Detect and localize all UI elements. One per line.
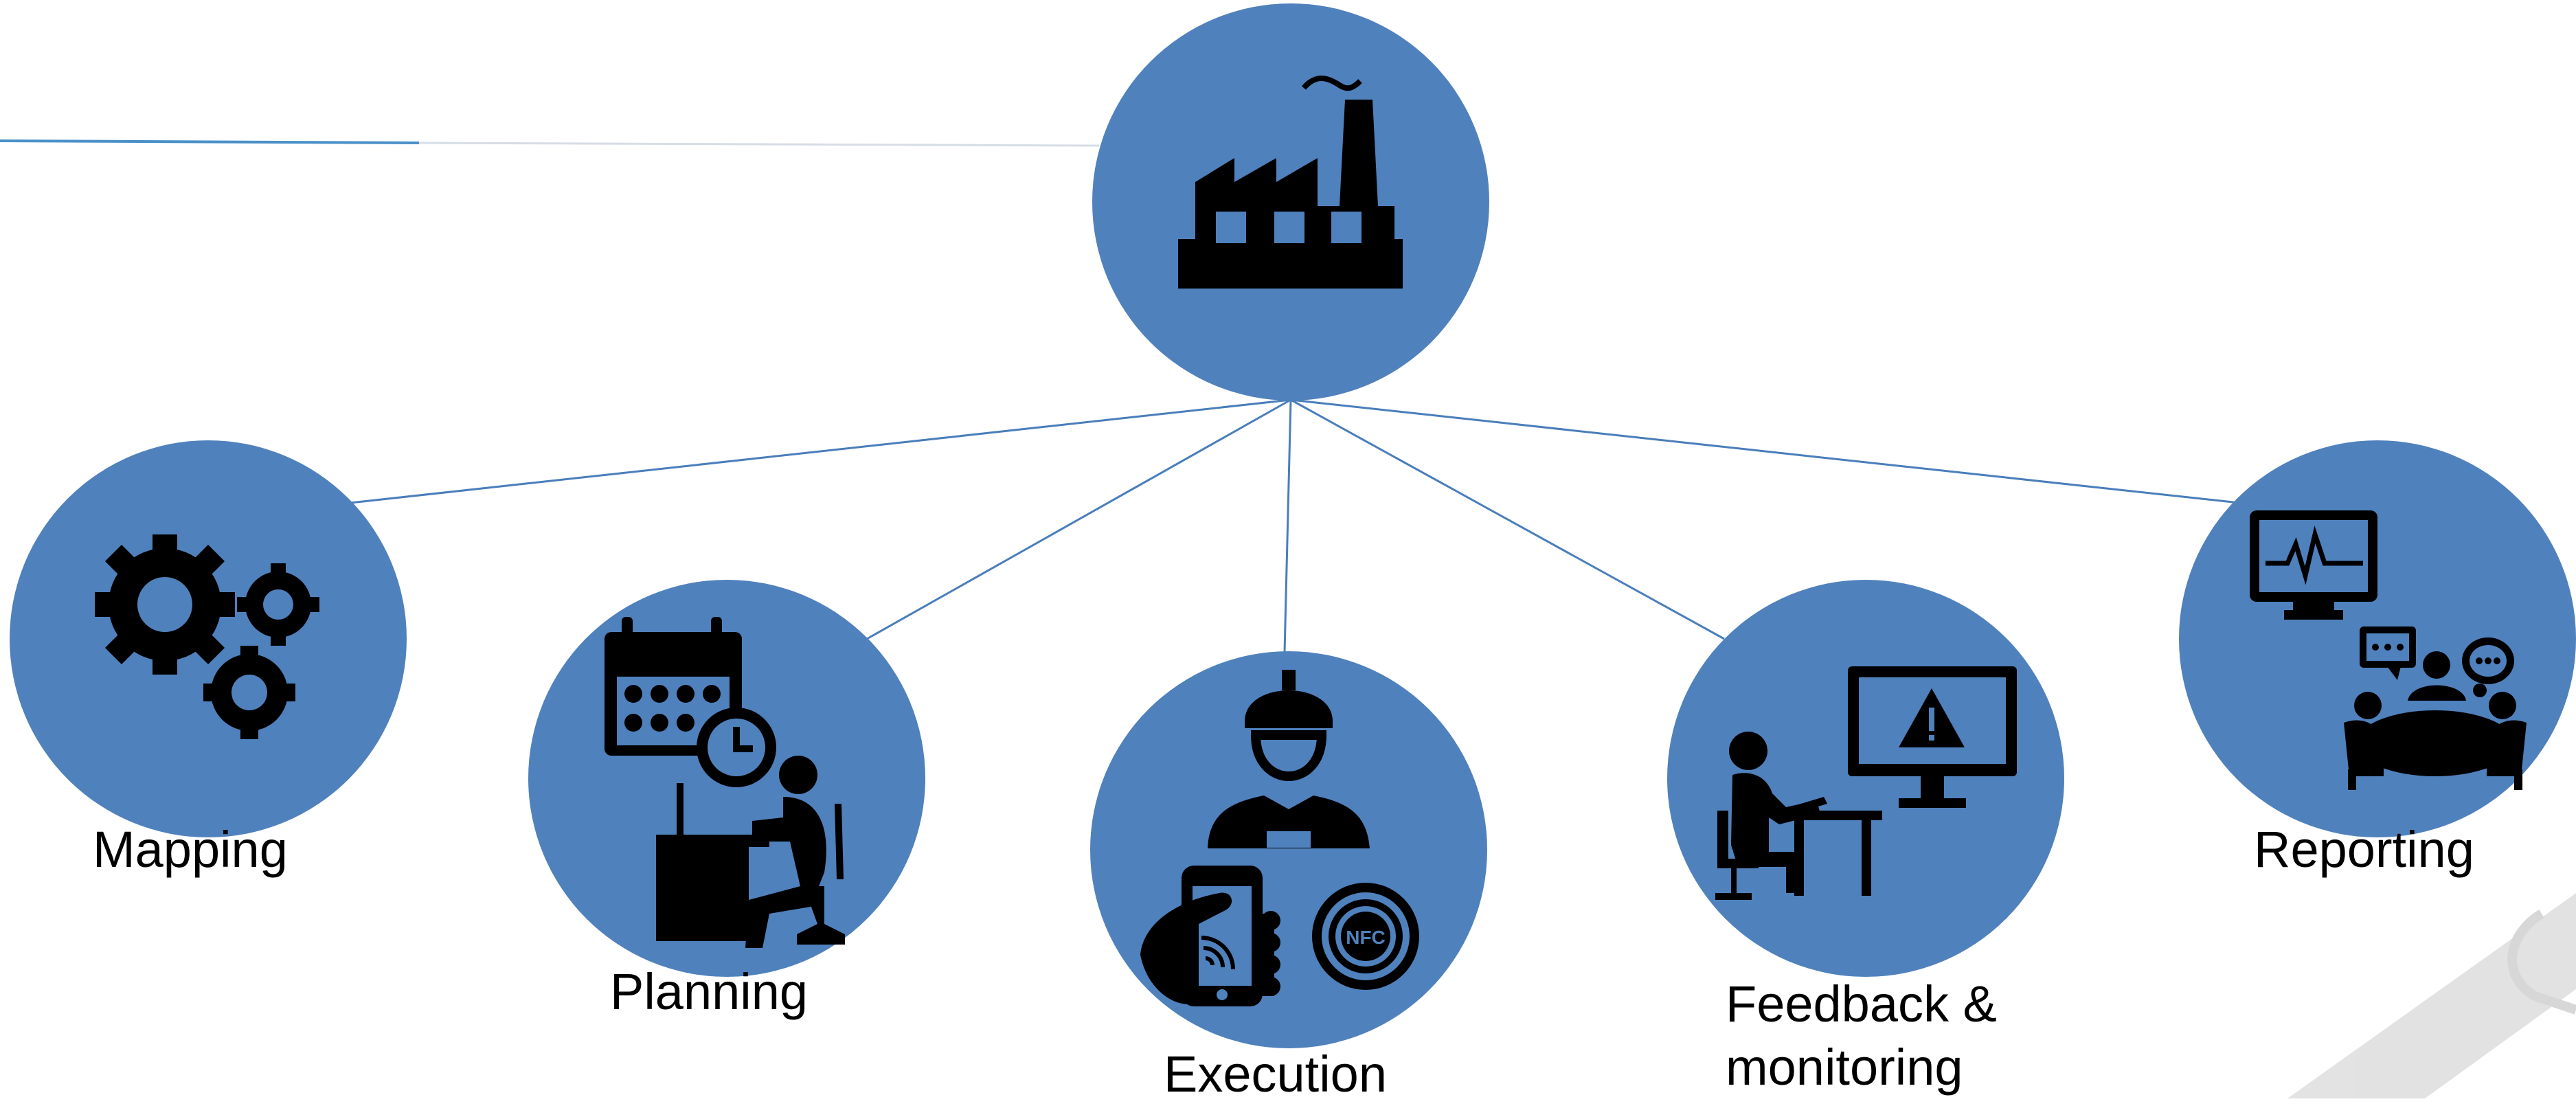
connector-reporting — [1290, 398, 2240, 504]
connector-execution — [1283, 399, 1292, 653]
connector-feedback — [1290, 398, 1725, 640]
gears-icon — [95, 534, 319, 739]
label-execution: Execution — [1164, 1046, 1387, 1103]
connector-mapping — [350, 398, 1291, 504]
label-mapping: Mapping — [93, 821, 288, 878]
label-feedback: Feedback & monitoring — [1726, 975, 1997, 1096]
planner-at-desk-icon — [605, 617, 845, 948]
worker-with-nfc-phone-icon: NFC — [1140, 670, 1419, 1006]
node-reporting — [2179, 440, 2576, 837]
node-execution: NFC — [1090, 651, 1487, 1048]
connector-planning — [866, 398, 1291, 640]
factory-icon — [1178, 76, 1403, 289]
node-mapping — [10, 440, 407, 837]
node-root — [1092, 3, 1489, 400]
connectors — [350, 398, 2240, 653]
meeting-report-icon — [2250, 510, 2527, 790]
node-planning — [528, 580, 925, 977]
label-reporting: Reporting — [2254, 821, 2474, 878]
monitor-warning-icon — [1715, 666, 2017, 900]
label-planning: Planning — [610, 963, 809, 1020]
node-feedback — [1667, 580, 2064, 977]
svg-text:NFC: NFC — [1346, 927, 1386, 948]
top-rule — [0, 139, 1100, 147]
watermark-gear — [2287, 893, 2576, 1098]
